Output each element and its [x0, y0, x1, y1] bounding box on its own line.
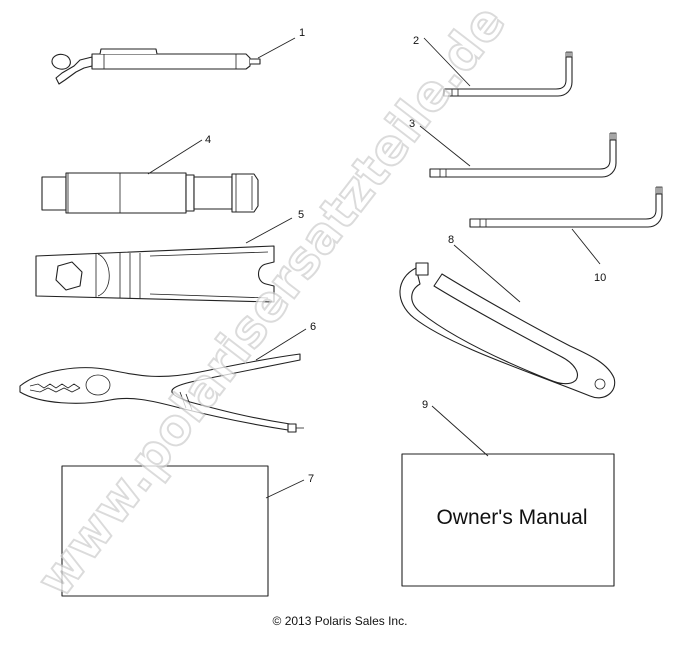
part-5-flat-spanner [35, 245, 275, 303]
part-3-hex-key [429, 132, 617, 178]
callout-3: 3 [409, 118, 415, 130]
part-8-hook-spanner [399, 262, 616, 399]
leader-lines [147, 37, 601, 499]
callout-7: 7 [308, 473, 314, 485]
part-4-socket-wrench [41, 172, 259, 214]
callout-numbers: 1 2 3 4 5 6 7 8 9 10 [205, 27, 606, 485]
callout-9: 9 [422, 399, 428, 411]
copyright-text: © 2013 Polaris Sales Inc. [272, 614, 408, 628]
callout-4: 4 [205, 134, 211, 146]
manual-title-text: Owner's Manual [436, 506, 587, 529]
callout-10: 10 [594, 272, 606, 284]
part-7-card [61, 465, 269, 597]
part-2-hex-key [443, 51, 573, 97]
callout-8: 8 [448, 234, 454, 246]
part-1-screwdriver [51, 48, 261, 85]
part-6-pliers [19, 353, 304, 433]
callout-2: 2 [413, 35, 419, 47]
callout-5: 5 [298, 209, 304, 221]
callout-6: 6 [310, 321, 316, 333]
part-10-hex-key [469, 186, 663, 228]
callout-1: 1 [299, 27, 305, 39]
part-9-owners-manual: Owner's Manual [401, 453, 615, 587]
